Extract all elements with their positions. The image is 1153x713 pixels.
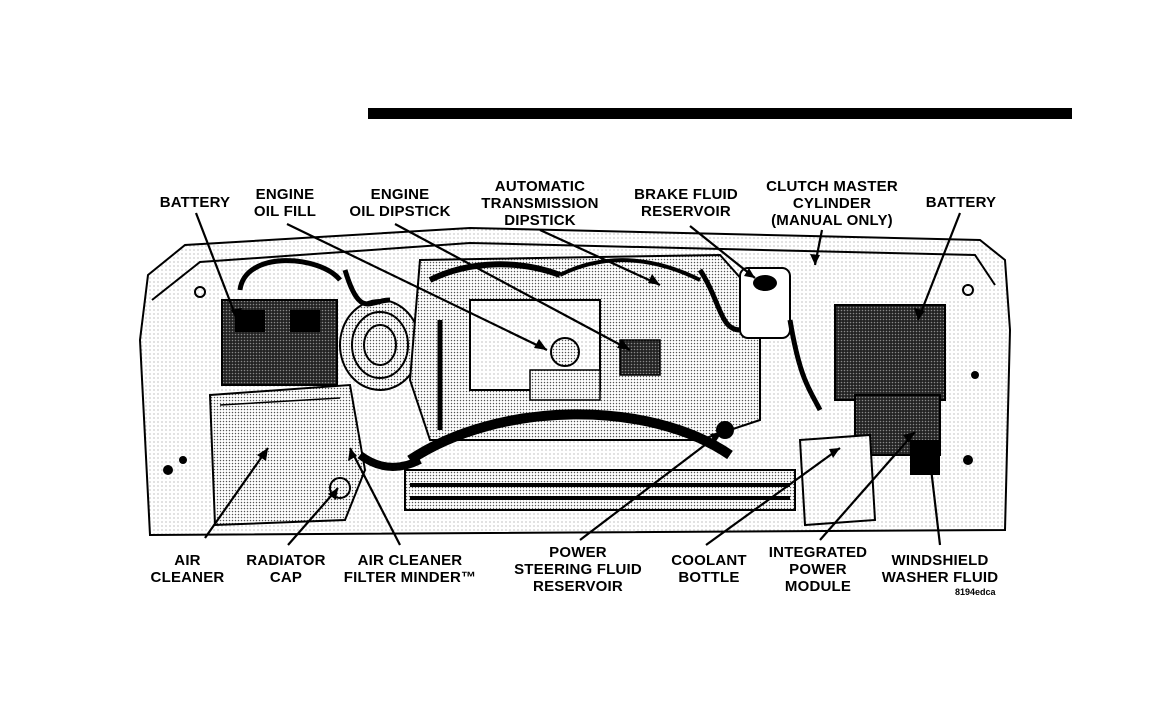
label-battery-right: BATTERY xyxy=(916,194,1006,211)
label-automatic-transmission-dipstick: AUTOMATIC TRANSMISSION DIPSTICK xyxy=(468,178,612,229)
label-clutch-master-cylinder: CLUTCH MASTER CYLINDER (MANUAL ONLY) xyxy=(752,178,912,229)
label-windshield-washer-fluid: WINDSHIELD WASHER FLUID xyxy=(872,552,1008,586)
label-engine-oil-dipstick: ENGINE OIL DIPSTICK xyxy=(336,186,464,220)
label-brake-fluid-reservoir: BRAKE FLUID RESERVOIR xyxy=(622,186,750,220)
label-integrated-power-module: INTEGRATED POWER MODULE xyxy=(758,544,878,595)
label-battery-left: BATTERY xyxy=(150,194,240,211)
figure-id: 8194edca xyxy=(955,587,996,597)
label-air-cleaner: AIR CLEANER xyxy=(140,552,235,586)
label-coolant-bottle: COOLANT BOTTLE xyxy=(660,552,758,586)
label-engine-oil-fill: ENGINE OIL FILL xyxy=(240,186,330,220)
label-radiator-cap: RADIATOR CAP xyxy=(236,552,336,586)
intake-hose-drawing xyxy=(340,300,420,390)
brake-reservoir-drawing xyxy=(740,268,790,338)
air-cleaner-drawing xyxy=(210,385,365,525)
label-air-cleaner-filter-minder: AIR CLEANER FILTER MINDER™ xyxy=(336,552,484,586)
label-power-steering-fluid-reservoir: POWER STEERING FLUID RESERVOIR xyxy=(500,544,656,595)
